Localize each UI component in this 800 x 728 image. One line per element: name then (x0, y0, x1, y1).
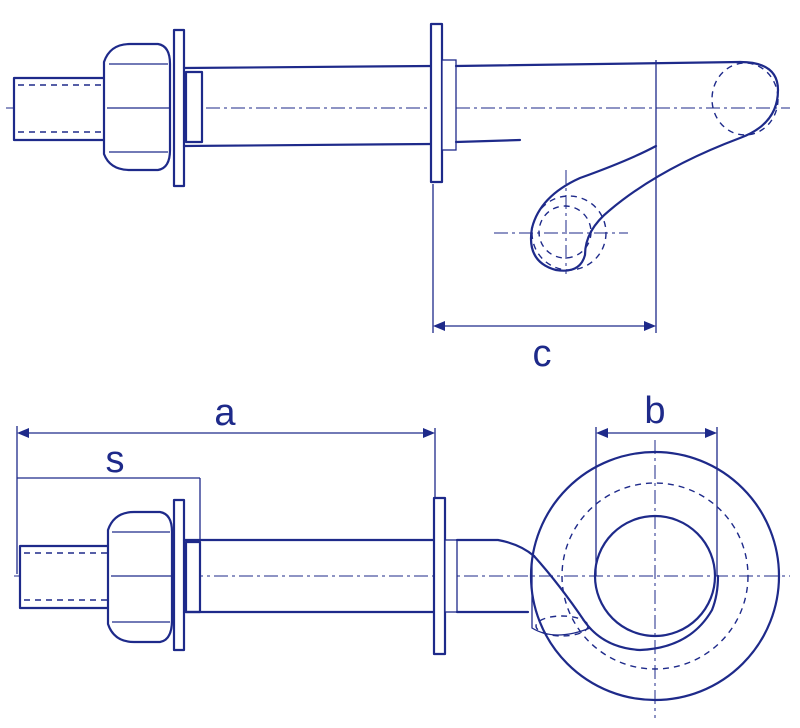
top-spacer (184, 70, 204, 144)
top-collar-plate (429, 22, 457, 184)
bottom-hex-nut (106, 510, 174, 644)
dimension-b: b (595, 390, 718, 576)
top-threaded-end (12, 76, 118, 142)
dimension-label-b: b (644, 390, 665, 432)
bottom-bolt-view: a s (14, 390, 790, 718)
top-hook-body (454, 60, 780, 274)
bottom-shaft (182, 538, 436, 614)
dimension-label-a: a (214, 392, 236, 434)
bottom-eye (455, 440, 781, 718)
top-shaft (182, 64, 434, 148)
top-bolt-view: c (6, 22, 790, 375)
dimension-a: a (16, 392, 436, 574)
dimension-label-s: s (106, 439, 125, 481)
dimension-label-c: c (533, 333, 552, 375)
top-hex-nut (102, 42, 172, 172)
bottom-washer (172, 498, 186, 652)
dimension-c: c (432, 60, 657, 375)
bottom-spacer (184, 540, 202, 614)
dimension-s: s (17, 439, 201, 540)
bottom-threaded-end (18, 544, 118, 610)
top-washer (172, 28, 186, 188)
bottom-collar-plate (432, 496, 458, 656)
